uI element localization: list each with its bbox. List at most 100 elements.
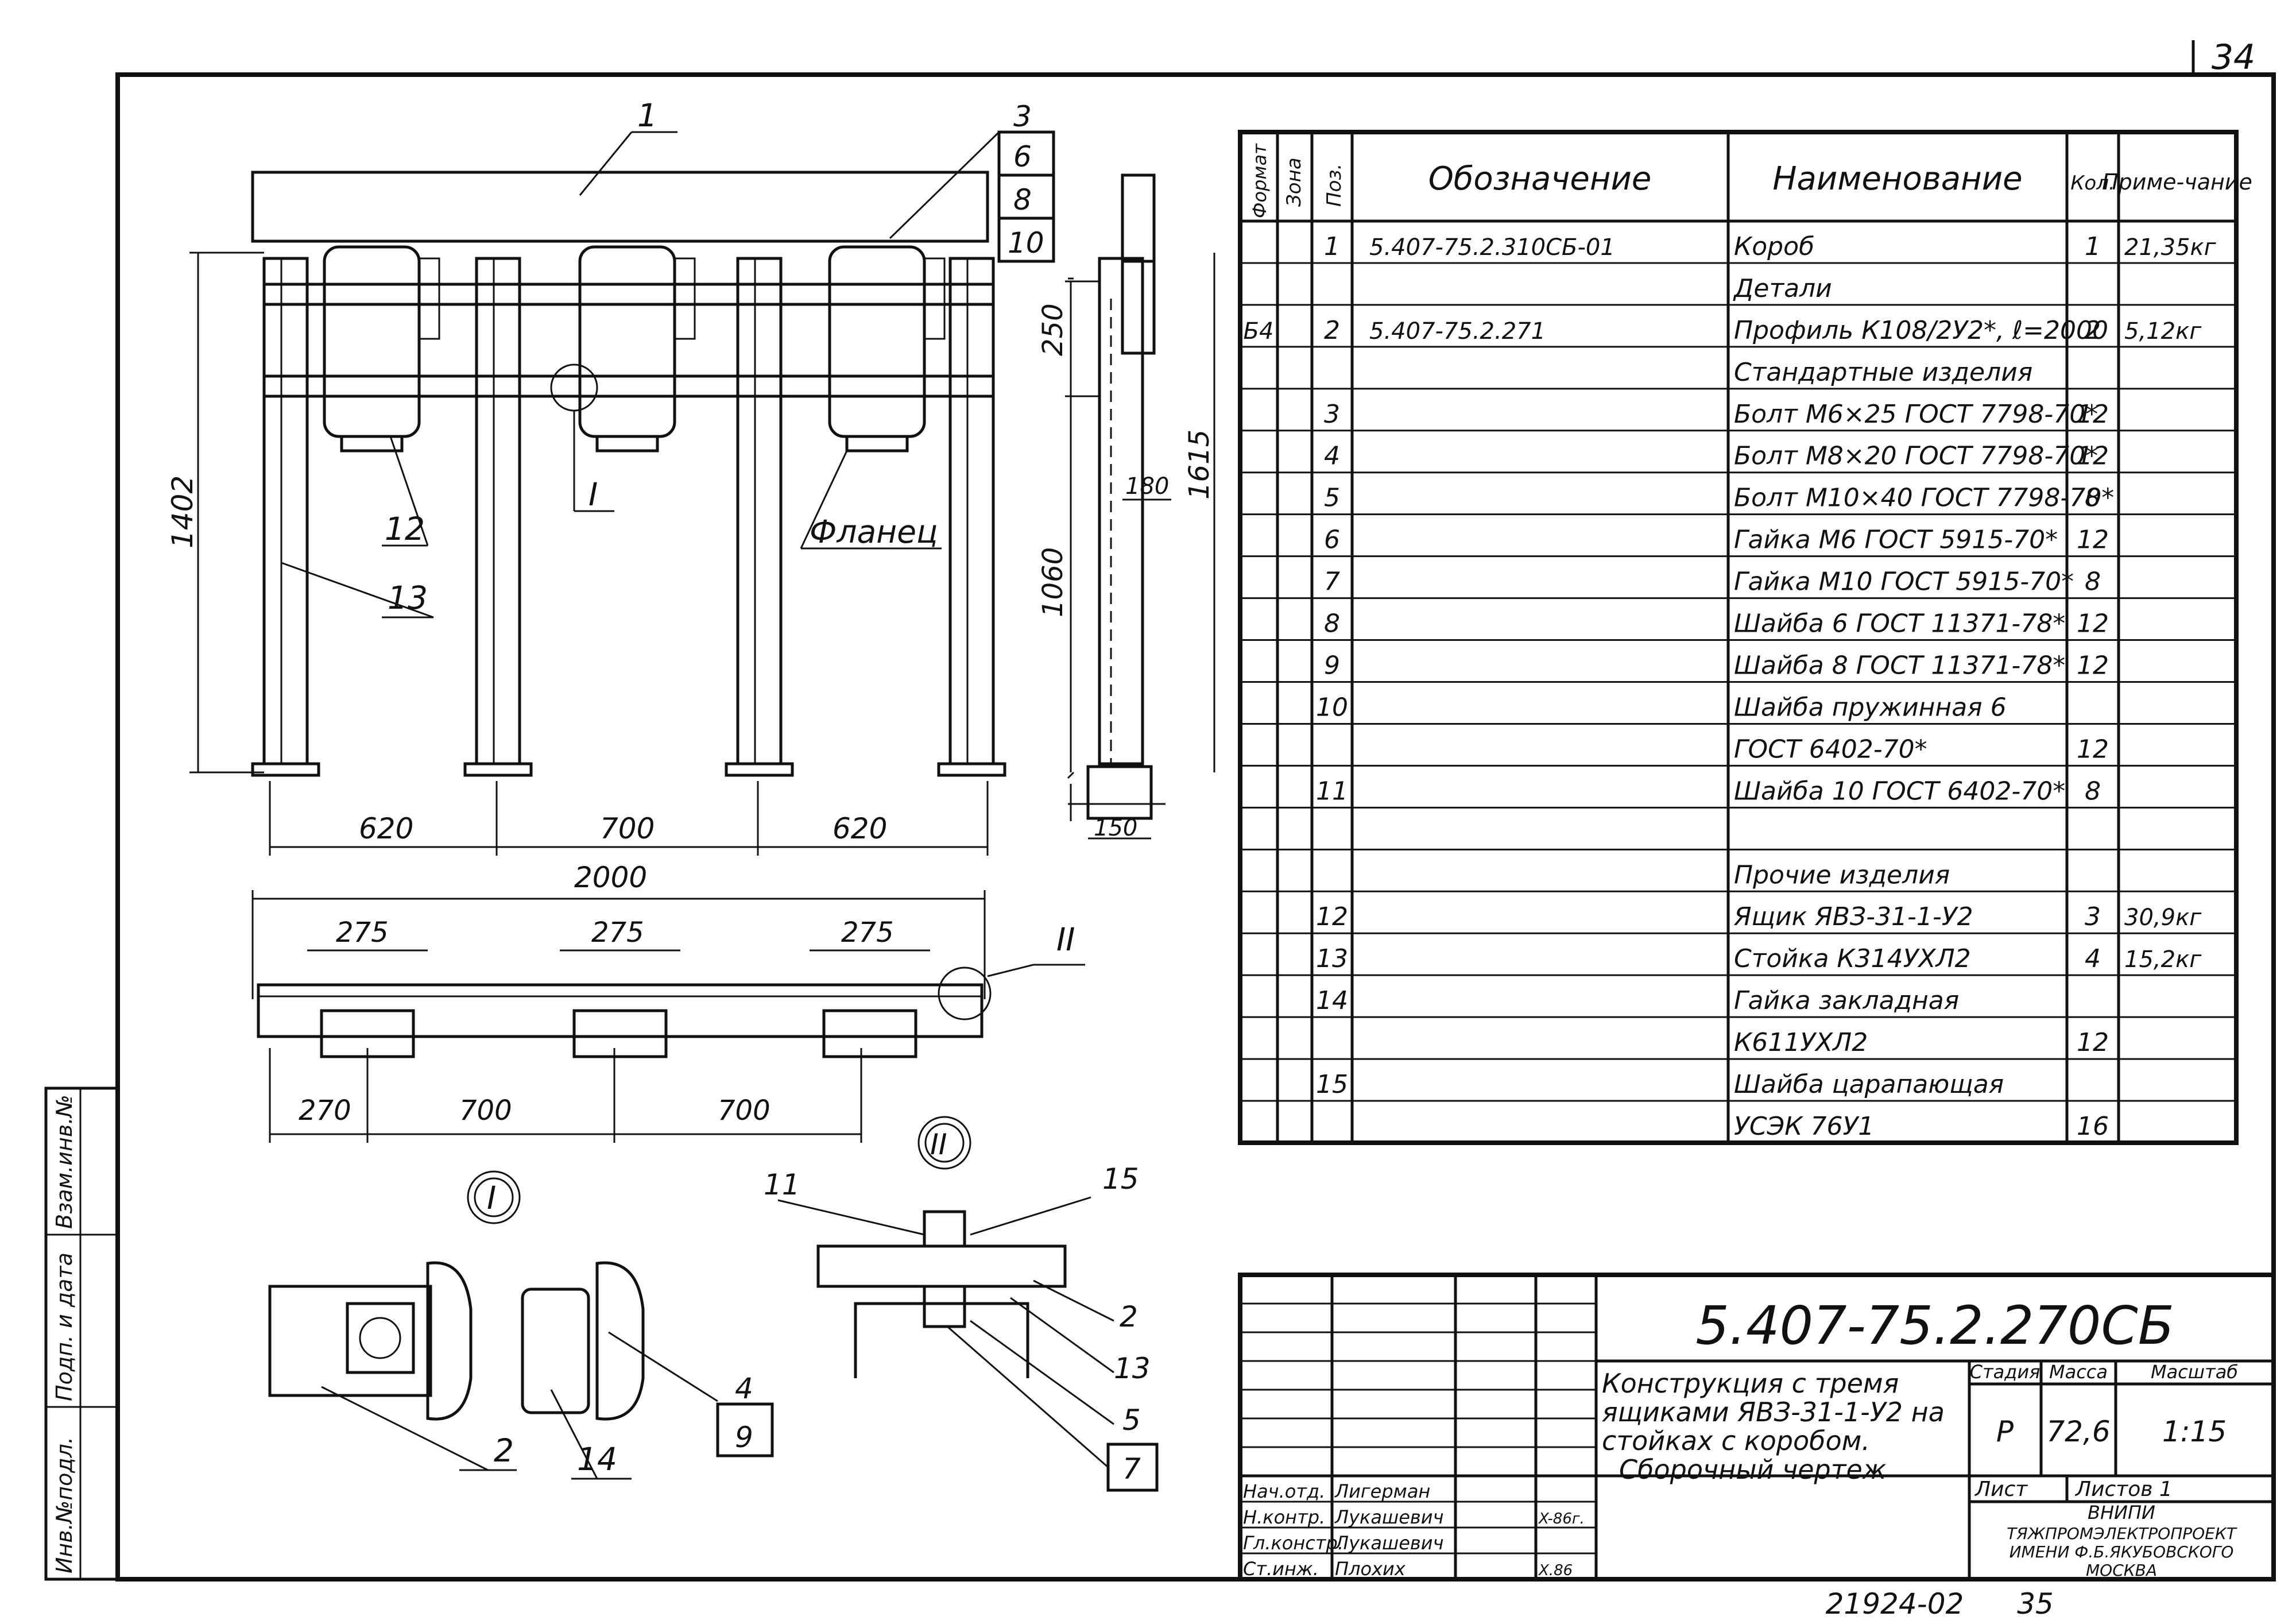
svg-text:Взам.инв.№: Взам.инв.№ <box>52 1095 77 1229</box>
svg-text:Масса: Масса <box>2049 1361 2108 1383</box>
spec-cell-qty: 12 <box>2077 1028 2109 1057</box>
signature-role: Гл.констр. <box>1243 1532 1343 1554</box>
svg-text:ТЯЖПРОМЭЛЕКТРОПРОЕКТ: ТЯЖПРОМЭЛЕКТРОПРОЕКТ <box>2007 1524 2237 1543</box>
svg-text:Подп. и дата: Подп. и дата <box>52 1252 77 1401</box>
svg-text:Масштаб: Масштаб <box>2151 1361 2238 1383</box>
svg-text:150: 150 <box>1094 815 1137 841</box>
svg-text:72,6: 72,6 <box>2046 1415 2110 1448</box>
signature-date: X.86 <box>1538 1562 1573 1579</box>
svg-text:13: 13 <box>388 579 428 616</box>
svg-text:12: 12 <box>385 511 425 547</box>
svg-text:I: I <box>588 476 598 513</box>
spec-cell-qty: 3 <box>2085 902 2101 931</box>
svg-text:11: 11 <box>764 1168 800 1201</box>
detail-II: II 11 15 2 13 5 7 <box>764 1116 1159 1492</box>
svg-text:Сборочный чертеж: Сборочный чертеж <box>1619 1454 1887 1485</box>
svg-text:250: 250 <box>1037 303 1069 356</box>
spec-cell-designation: 5.407-75.2.310СБ-01 <box>1369 234 1615 261</box>
spec-cell-name: Стойка К314УХЛ2 <box>1734 944 1971 973</box>
spec-cell-pos: 10 <box>1316 693 1348 722</box>
svg-text:10: 10 <box>1008 226 1044 260</box>
svg-text:Кол.: Кол. <box>2070 172 2115 195</box>
spec-cell-name: Стандартные изделия <box>1734 358 2032 387</box>
spec-cell-note: 5,12кг <box>2124 318 2202 345</box>
spec-cell-pos: 13 <box>1316 944 1348 973</box>
svg-text:620: 620 <box>833 812 887 845</box>
spec-cell-format: Б4 <box>1244 318 1274 345</box>
spec-cell-pos: 3 <box>1324 400 1340 429</box>
spec-cell-name: Шайба пружинная 6 <box>1734 693 2007 722</box>
svg-text:180: 180 <box>1125 473 1169 500</box>
spec-cell-name: Детали <box>1733 274 1832 303</box>
svg-text:ИМЕНИ Ф.Б.ЯКУБОВСКОГО: ИМЕНИ Ф.Б.ЯКУБОВСКОГО <box>2010 1542 2234 1561</box>
spec-cell-pos: 7 <box>1324 567 1340 597</box>
svg-text:700: 700 <box>600 812 655 845</box>
spec-cell-qty: 8 <box>2085 484 2101 513</box>
doc-code: 5.407-75.2.270СБ <box>1695 1295 2174 1356</box>
posts <box>251 257 1006 777</box>
sheet-number: 34 <box>2212 37 2255 78</box>
signature-date: X-86г. <box>1538 1510 1585 1528</box>
front-view: 1 3 6 8 10 12 13 I Фланец 1402 620 700 6… <box>166 97 1055 856</box>
svg-text:1: 1 <box>637 97 657 134</box>
spec-cell-name: УСЭК 76У1 <box>1734 1112 1874 1141</box>
svg-text:Конструкция с тремя: Конструкция с тремя <box>1602 1368 1899 1399</box>
signature-role: Нач.отд. <box>1243 1480 1325 1502</box>
spec-cell-qty: 1 <box>2085 232 2101 261</box>
spec-cell-note: 15,2кг <box>2124 946 2202 973</box>
spec-cell-qty: 16 <box>2077 1112 2109 1141</box>
spec-cell-name: Прочие изделия <box>1734 860 1950 890</box>
spec-cell-qty: 12 <box>2077 651 2109 680</box>
svg-text:Наименование: Наименование <box>1772 160 2022 198</box>
spec-cell-name: Ящик ЯВЗ-31-1-У2 <box>1733 902 1973 931</box>
signature-name: Лукашевич <box>1334 1532 1443 1554</box>
spec-cell-qty: 8 <box>2085 567 2101 597</box>
spec-cell-qty: 12 <box>2077 734 2109 764</box>
svg-text:3: 3 <box>1013 100 1032 133</box>
spec-cell-name: К611УХЛ2 <box>1734 1028 1868 1057</box>
svg-text:8: 8 <box>1013 183 1032 216</box>
spec-cell-qty: 4 <box>2085 944 2101 973</box>
spec-cell-name: ГОСТ 6402-70* <box>1734 734 1927 764</box>
bottom-page: 35 <box>2017 1587 2054 1621</box>
plan-view: 2000 275 275 275 II 270 700 700 <box>251 861 1085 1143</box>
spec-cell-name: Гайка закладная <box>1734 986 1959 1015</box>
svg-text:7: 7 <box>1122 1452 1141 1486</box>
svg-text:Формат: Формат <box>1249 143 1271 218</box>
svg-text:Инв.№подл.: Инв.№подл. <box>52 1437 77 1573</box>
spec-cell-name: Шайба 8 ГОСТ 11371-78* <box>1734 651 2065 680</box>
spec-cell-qty: 12 <box>2077 400 2109 429</box>
svg-text:МОСКВА: МОСКВА <box>2086 1561 2157 1580</box>
svg-text:Приме-чание: Приме-чание <box>2102 169 2252 195</box>
svg-text:13: 13 <box>1114 1352 1151 1385</box>
svg-text:5: 5 <box>1122 1403 1141 1437</box>
spec-cell-pos: 5 <box>1324 484 1340 513</box>
svg-text:1:15: 1:15 <box>2162 1415 2227 1448</box>
signature-role: Ст.инж. <box>1243 1558 1319 1580</box>
svg-text:Поз.: Поз. <box>1323 164 1346 207</box>
signature-role: Н.контр. <box>1243 1506 1325 1528</box>
svg-text:2000: 2000 <box>574 861 647 894</box>
spec-cell-pos: 1 <box>1324 232 1340 261</box>
svg-text:270: 270 <box>299 1095 351 1127</box>
svg-text:275: 275 <box>591 917 644 949</box>
svg-text:6: 6 <box>1013 140 1032 173</box>
spec-cell-name: Болт М8×20 ГОСТ 7798-70* <box>1734 442 2098 471</box>
spec-cell-name: Шайба 6 ГОСТ 11371-78* <box>1734 609 2065 639</box>
spec-cell-qty: 8 <box>2085 776 2101 806</box>
svg-text:ящиками ЯВЗ-31-1-У2 на: ящиками ЯВЗ-31-1-У2 на <box>1602 1397 1945 1428</box>
svg-text:II: II <box>930 1128 947 1161</box>
svg-text:2: 2 <box>494 1432 514 1469</box>
spec-cell-name: Шайба царапающая <box>1734 1070 2004 1099</box>
spec-cell-name: Болт М10×40 ГОСТ 7798-70* <box>1734 484 2114 513</box>
spec-cell-note: 30,9кг <box>2124 904 2202 931</box>
spec-cell-name: Болт М6×25 ГОСТ 7798-70* <box>1734 400 2098 429</box>
svg-text:700: 700 <box>718 1095 771 1127</box>
svg-text:4: 4 <box>735 1372 753 1405</box>
svg-text:Листов 1: Листов 1 <box>2074 1478 2173 1501</box>
spec-cell-pos: 8 <box>1324 609 1340 639</box>
spec-cell-pos: 12 <box>1316 902 1348 931</box>
